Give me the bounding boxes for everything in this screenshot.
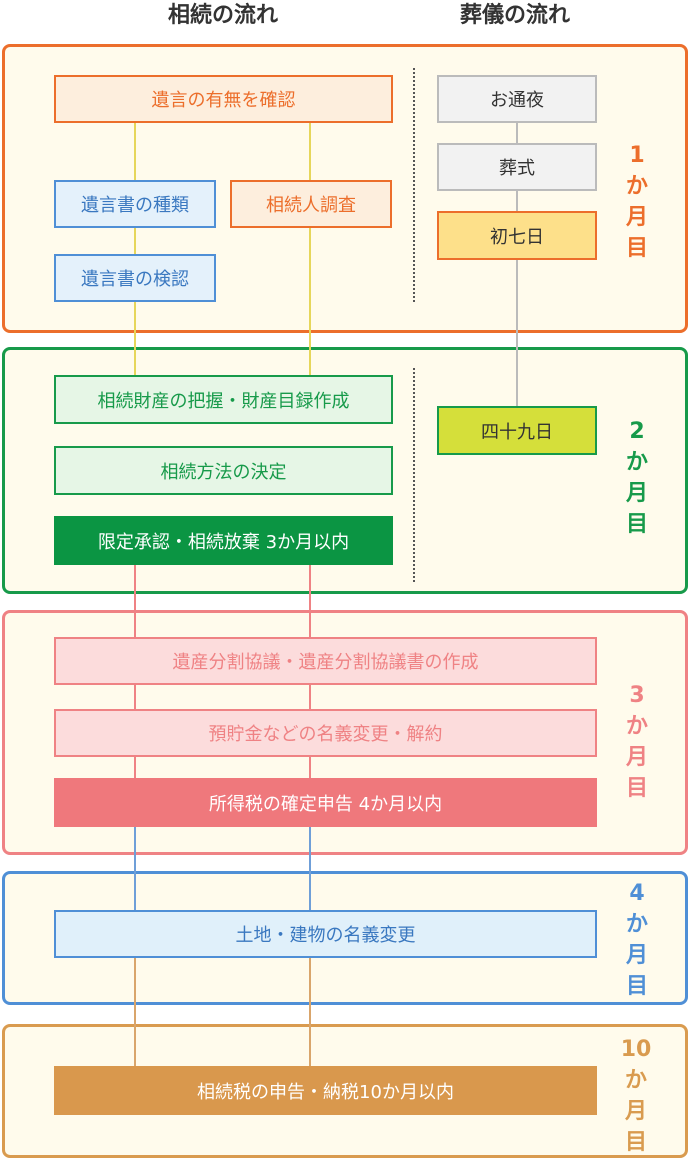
shijukunichi-box: 四十九日 [437, 406, 597, 455]
connector-line [309, 122, 311, 180]
real-estate-transfer-box: 土地・建物の名義変更 [54, 910, 597, 958]
connector-line [309, 228, 311, 375]
month-1-label: 1 か 月 目 [617, 140, 657, 264]
connector-line [134, 827, 136, 910]
connector-line [309, 685, 311, 709]
income-tax-deadline-box: 所得税の確定申告 4か月以内 [54, 778, 597, 827]
month-label-char: 目 [624, 1130, 647, 1155]
column-separator [413, 368, 415, 582]
asset-inventory-box: 相続財産の把握・財産目録作成 [54, 375, 393, 424]
connector-line [516, 260, 518, 406]
connector-line [134, 958, 136, 1066]
month-label-char: 月 [625, 205, 648, 230]
month-2-label: 2 か 月 目 [617, 416, 657, 540]
month-label-char: か [625, 450, 648, 475]
month-label-char: 目 [625, 776, 648, 801]
estate-division-box: 遺産分割協議・遺産分割協議書の作成 [54, 637, 597, 685]
will-type-box: 遺言書の種類 [54, 180, 216, 228]
connector-line [134, 757, 136, 778]
month-label-char: 10 [620, 1037, 652, 1062]
month-label-char: か [625, 174, 648, 199]
month-label-char: 目 [625, 974, 648, 999]
month-label-char: 1 [629, 143, 645, 168]
connector-line [309, 827, 311, 910]
month-label-char: 月 [625, 943, 648, 968]
month-4-label: 4 か 月 目 [617, 878, 657, 1002]
connector-line [134, 685, 136, 709]
month-label-char: 3 [629, 683, 645, 708]
otsuya-box: お通夜 [437, 75, 597, 123]
month-3-label: 3 か 月 目 [617, 680, 657, 804]
month-10-label: 10 か 月 目 [610, 1034, 662, 1158]
month-label-char: か [624, 1068, 647, 1093]
method-decision-box: 相続方法の決定 [54, 446, 393, 495]
connector-line [516, 122, 518, 144]
month-label-char: 月 [625, 481, 648, 506]
column-separator [413, 68, 415, 302]
connector-line [309, 958, 311, 1066]
month-label-char: 目 [625, 512, 648, 537]
renunciation-deadline-box: 限定承認・相続放棄 3か月以内 [54, 516, 393, 565]
connector-line [134, 122, 136, 182]
inheritance-flow-header: 相続の流れ [167, 3, 278, 28]
connector-line [134, 565, 136, 637]
connector-line [516, 190, 518, 211]
month-label-char: 目 [625, 236, 648, 261]
deposit-transfer-box: 預貯金などの名義変更・解約 [54, 709, 597, 757]
funeral-box: 葬式 [437, 143, 597, 191]
funeral-flow-header: 葬儀の流れ [459, 3, 570, 28]
will-check-box: 遺言の有無を確認 [54, 75, 393, 123]
connector-line [309, 565, 311, 637]
month-label-char: 月 [624, 1099, 647, 1124]
heir-survey-box: 相続人調査 [230, 180, 392, 228]
connector-line [134, 228, 136, 254]
connector-line [309, 757, 311, 778]
inheritance-tax-deadline-box: 相続税の申告・納税10か月以内 [54, 1066, 597, 1115]
month-label-char: 4 [629, 881, 645, 906]
month-label-char: か [625, 912, 648, 937]
month-label-char: 2 [629, 419, 645, 444]
shonanoka-box: 初七日 [437, 211, 597, 260]
will-probate-box: 遺言書の検認 [54, 254, 216, 302]
connector-line [134, 302, 136, 375]
month-label-char: 月 [625, 745, 648, 770]
month-label-char: か [625, 714, 648, 739]
